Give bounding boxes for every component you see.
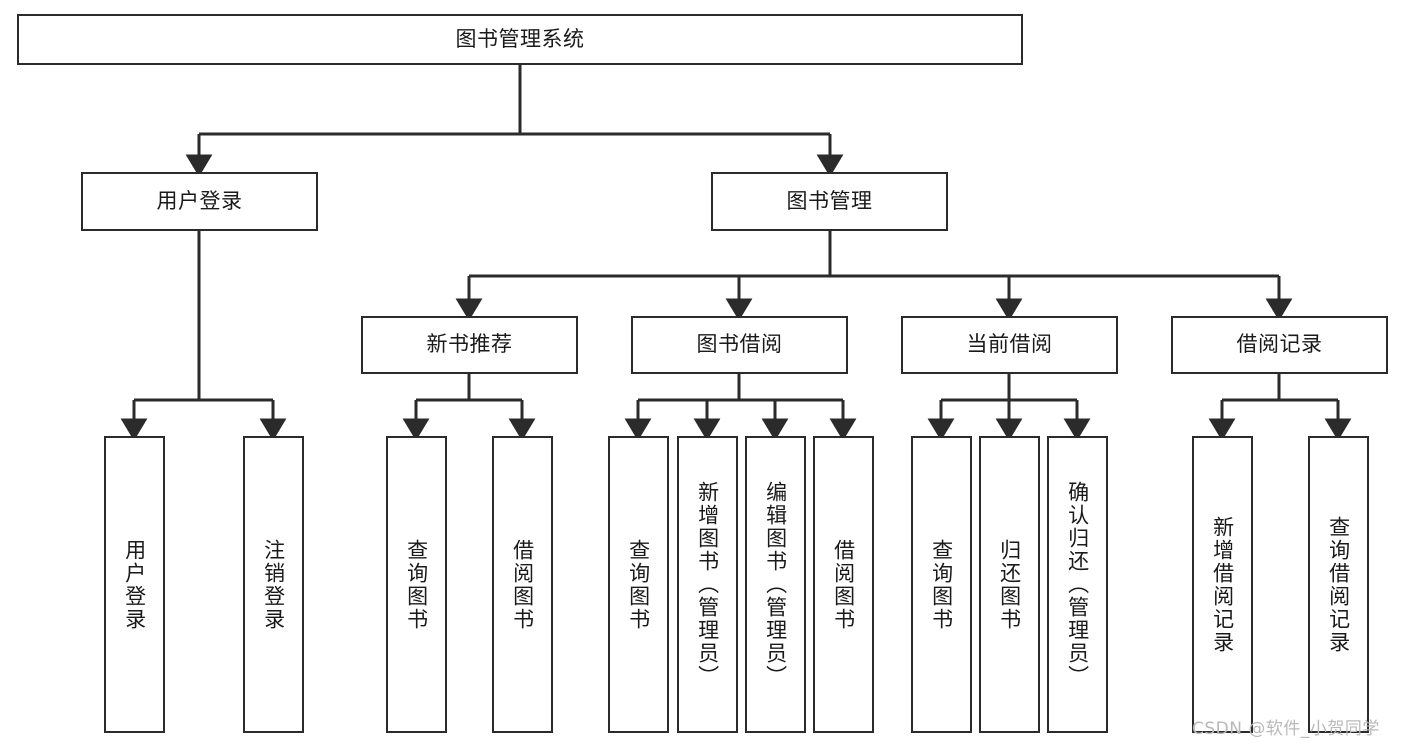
- node-leaf-borrow-book-recommend[interactable]: 借阅图书: [492, 436, 553, 733]
- node-leaf-user-login-label: 用户登录: [122, 538, 147, 631]
- node-new-book-recommend[interactable]: 新书推荐: [361, 316, 578, 374]
- node-root-system-label: 图书管理系统: [455, 26, 585, 51]
- csdn-watermark: CSDN @软件_小贺同学: [1192, 719, 1380, 739]
- node-leaf-add-borrow-record[interactable]: 新增借阅记录: [1192, 436, 1253, 733]
- node-book-manage[interactable]: 图书管理: [711, 172, 948, 231]
- node-book-borrow-label: 图书借阅: [696, 332, 783, 357]
- node-current-borrow[interactable]: 当前借阅: [901, 316, 1118, 374]
- node-leaf-logout-label: 注销登录: [261, 538, 286, 631]
- node-new-book-recommend-label: 新书推荐: [426, 332, 513, 357]
- node-leaf-return-book-label: 归还图书: [997, 538, 1022, 631]
- node-leaf-query-borrow-record[interactable]: 查询借阅记录: [1308, 436, 1369, 733]
- node-leaf-query-book-recommend-label: 查询图书: [404, 538, 429, 631]
- node-leaf-return-book[interactable]: 归还图书: [979, 436, 1040, 733]
- node-leaf-user-login[interactable]: 用户登录: [104, 436, 165, 733]
- node-leaf-query-book-recommend[interactable]: 查询图书: [386, 436, 447, 733]
- node-leaf-confirm-return-admin-label: 确认归还（管理员）: [1065, 481, 1090, 688]
- node-leaf-query-borrow-record-label: 查询借阅记录: [1326, 515, 1351, 654]
- node-leaf-borrow-book[interactable]: 借阅图书: [813, 436, 874, 733]
- node-leaf-edit-book-admin[interactable]: 编辑图书（管理员）: [745, 436, 806, 733]
- node-book-manage-label: 图书管理: [786, 188, 873, 213]
- node-borrow-record-label: 借阅记录: [1236, 332, 1323, 357]
- node-current-borrow-label: 当前借阅: [966, 332, 1053, 357]
- node-user-login-label: 用户登录: [156, 188, 243, 213]
- node-leaf-borrow-book-label: 借阅图书: [831, 538, 856, 631]
- node-leaf-add-book-admin-label: 新增图书（管理员）: [695, 481, 720, 688]
- node-leaf-query-book-borrow[interactable]: 查询图书: [608, 436, 669, 733]
- node-leaf-query-book-current[interactable]: 查询图书: [911, 436, 972, 733]
- node-leaf-logout[interactable]: 注销登录: [243, 436, 304, 733]
- node-leaf-add-book-admin[interactable]: 新增图书（管理员）: [677, 436, 738, 733]
- node-leaf-query-book-borrow-label: 查询图书: [626, 538, 651, 631]
- node-leaf-add-borrow-record-label: 新增借阅记录: [1210, 515, 1235, 654]
- node-user-login[interactable]: 用户登录: [81, 172, 318, 231]
- node-leaf-borrow-book-recommend-label: 借阅图书: [510, 538, 535, 631]
- node-book-borrow[interactable]: 图书借阅: [631, 316, 848, 374]
- node-leaf-edit-book-admin-label: 编辑图书（管理员）: [763, 481, 788, 688]
- node-leaf-query-book-current-label: 查询图书: [929, 538, 954, 631]
- node-leaf-confirm-return-admin[interactable]: 确认归还（管理员）: [1047, 436, 1108, 733]
- node-root-system[interactable]: 图书管理系统: [17, 14, 1023, 65]
- node-borrow-record[interactable]: 借阅记录: [1171, 316, 1388, 374]
